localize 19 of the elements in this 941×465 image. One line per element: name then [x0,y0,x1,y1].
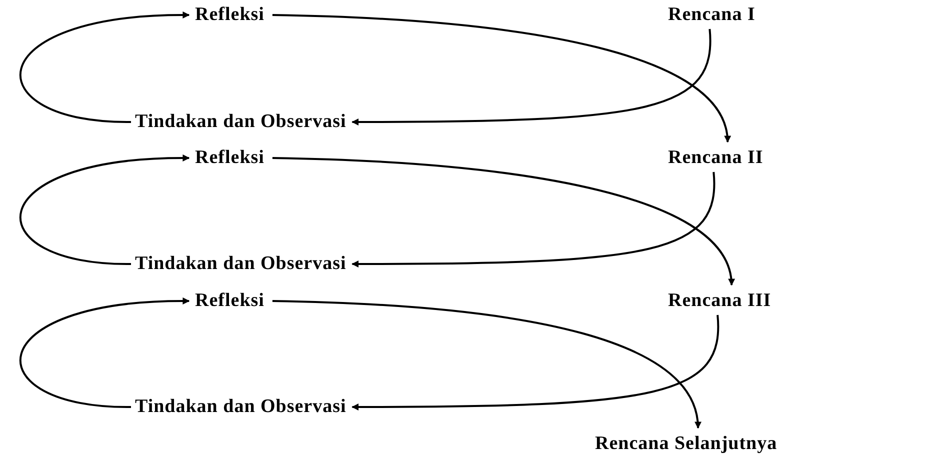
curved-arrow [20,298,190,408]
step-label: Tindakan dan Observasi [135,252,346,276]
step-label: Refleksi [195,289,264,313]
curved-arrow [20,154,190,265]
step-label: Rencana II [668,146,764,170]
step-label: Rencana I [668,3,756,27]
step-label: Rencana III [668,289,772,313]
step-label: Refleksi [195,3,264,27]
step-label: Tindakan dan Observasi [135,110,346,134]
curved-arrow [352,314,719,410]
curved-arrow [352,28,711,126]
curved-arrow [20,12,190,123]
curved-arrow [272,157,734,286]
curved-arrow [352,172,715,268]
step-label: Rencana Selanjutnya [595,432,778,456]
curved-arrow [272,300,700,429]
step-label: Tindakan dan Observasi [135,395,346,419]
curved-arrow [272,14,730,143]
step-label: Refleksi [195,146,264,170]
